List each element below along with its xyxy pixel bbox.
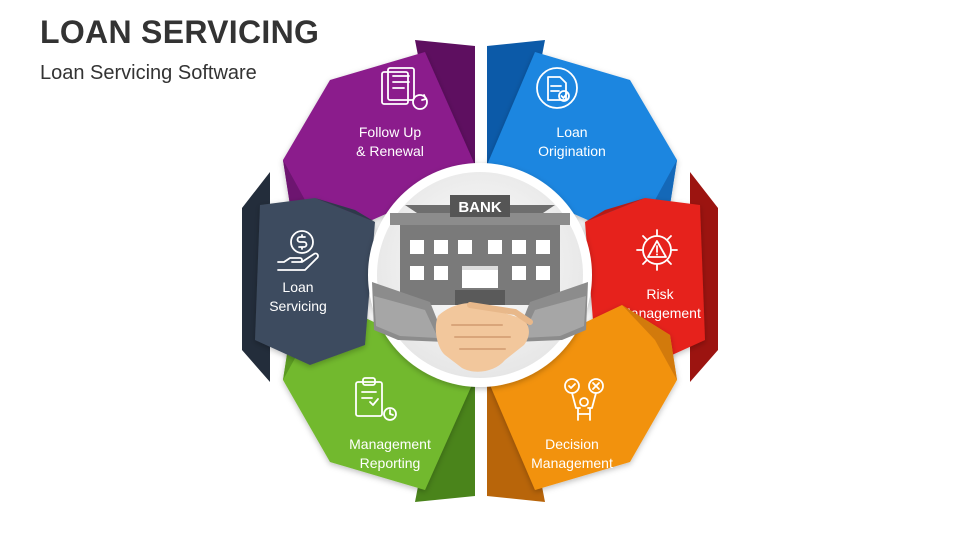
bank-building-icon (390, 195, 570, 305)
center-illustration: BANK (368, 163, 592, 387)
segment-decision-management[interactable]: Decision Management (487, 305, 677, 502)
segment-fold (622, 160, 677, 235)
segment-label-line1: Management (349, 436, 431, 452)
document-check-icon (536, 67, 578, 109)
handshake-icon (372, 282, 588, 372)
segment-fold (622, 305, 677, 380)
segment-label-line1: Decision (545, 436, 599, 452)
page-subtitle: Loan Servicing Software (40, 62, 257, 84)
segment-label-line1: Risk (646, 286, 674, 302)
clipboard-report-icon (355, 377, 397, 421)
segment-loan-servicing[interactable]: Loan Servicing (242, 172, 375, 382)
segment-label-line2: Management (531, 455, 613, 471)
segment-label-line2: Reporting (360, 455, 421, 471)
document-refresh-icon (381, 67, 428, 110)
segment-label-line1: Loan (282, 279, 313, 295)
segment-label-line2: Origination (538, 143, 606, 159)
hand-dollar-icon (277, 230, 319, 271)
segment-label-line1: Follow Up (359, 124, 421, 140)
segment-fold (283, 160, 338, 235)
bank-sign-plate (450, 195, 510, 217)
page-title: LOAN SERVICING (40, 14, 320, 50)
warning-gear-icon (636, 229, 678, 271)
segment-fold (315, 198, 375, 222)
decision-person-icon (564, 378, 604, 421)
segment-panel (255, 198, 375, 365)
segment-fold (585, 198, 645, 222)
segment-label-line2: & Renewal (356, 143, 424, 159)
segment-label-line1: Loan (556, 124, 587, 140)
bank-sign-text: BANK (458, 199, 501, 216)
segment-label-line2: Servicing (269, 298, 327, 314)
